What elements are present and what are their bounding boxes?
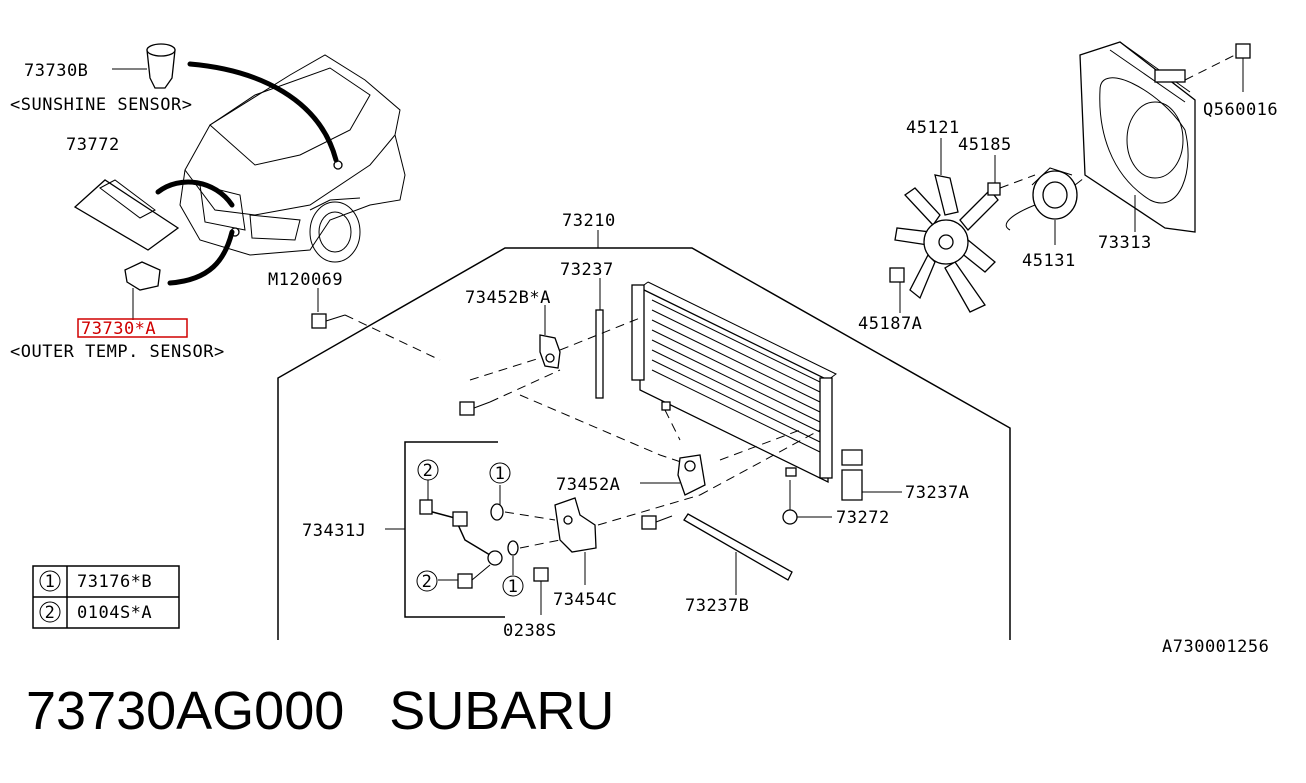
seal-strip-73237 — [595, 309, 604, 399]
nut-0238s — [533, 567, 549, 615]
condenser-core — [631, 281, 837, 484]
svg-text:1: 1 — [495, 464, 506, 484]
bracket-73452a — [677, 454, 706, 496]
label-m120069: M120069 — [268, 270, 343, 290]
label-0238s: 0238S — [503, 621, 557, 641]
bolt-q560016 — [1235, 43, 1251, 92]
svg-text:2: 2 — [423, 461, 434, 481]
bolt-45187a — [889, 267, 905, 313]
label-73237b: 73237B — [685, 596, 749, 616]
label-73237: 73237 — [560, 260, 614, 280]
label-73730a[interactable]: 73730*A — [81, 319, 156, 339]
bolt-center — [641, 515, 673, 530]
fan-motor-45131 — [1005, 167, 1078, 245]
label-45185: 45185 — [958, 135, 1012, 155]
highlight-box — [77, 318, 188, 338]
bracket-73452b — [539, 305, 561, 369]
sensor-pad-part — [73, 179, 180, 251]
label-73452a: 73452A — [556, 475, 620, 495]
callout-1-upper: 1 — [489, 462, 511, 484]
footer-brand: SUBARU — [389, 681, 615, 741]
label-73452b: 73452B*A — [465, 288, 551, 308]
outer-temp-sensor-part — [124, 261, 161, 320]
svg-text:2: 2 — [422, 572, 433, 592]
pipe-assembly-box — [404, 441, 505, 618]
label-73431j: 73431J — [302, 521, 366, 541]
sunshine-sensor-part — [112, 43, 176, 89]
label-45187a: 45187A — [858, 314, 922, 334]
pad-73237a — [841, 449, 863, 501]
label-sunshine-sensor: <SUNSHINE SENSOR> — [10, 95, 193, 115]
label-q560016: Q560016 — [1203, 100, 1278, 120]
callout-2-lower: 2 — [416, 570, 438, 592]
label-diagram-reference: A730001256 — [1162, 637, 1269, 657]
label-outer-temp-sensor: <OUTER TEMP. SENSOR> — [10, 342, 225, 362]
grommet-73272 — [782, 480, 832, 525]
footer-title: 73730AG000 SUBARU — [26, 680, 614, 742]
screw-45185 — [987, 155, 1001, 196]
seal-strip-73237b — [683, 513, 793, 581]
callout-1-lower: 1 — [502, 575, 524, 597]
label-45121: 45121 — [906, 118, 960, 138]
bolt-m120069 — [311, 288, 346, 329]
pipe-assembly — [419, 480, 519, 589]
bolt-left — [459, 401, 491, 416]
fan-blade-45121 — [894, 138, 999, 313]
footer-part-number: 73730AG000 — [26, 681, 345, 741]
svg-text:1: 1 — [508, 577, 519, 597]
callout-2-upper: 2 — [417, 459, 439, 481]
legend-part: 73176*B — [77, 572, 152, 592]
legend-part: 0104S*A — [77, 603, 152, 623]
legend-row: 2 0104S*A — [39, 601, 152, 623]
label-73272: 73272 — [836, 508, 890, 528]
label-73454c: 73454C — [553, 590, 617, 610]
label-73730b: 73730B — [24, 61, 88, 81]
label-73313: 73313 — [1098, 233, 1152, 253]
label-73772: 73772 — [66, 135, 120, 155]
svg-text:2: 2 — [45, 603, 56, 623]
legend-row: 1 73176*B — [39, 570, 152, 592]
label-73210: 73210 — [562, 211, 616, 231]
svg-text:1: 1 — [45, 572, 56, 592]
label-73237a: 73237A — [905, 483, 969, 503]
car-body-illustration — [179, 54, 406, 263]
bracket-73454c — [554, 497, 597, 585]
legend-table: 1 73176*B 2 0104S*A — [32, 565, 180, 629]
fan-shroud-73313 — [1079, 41, 1196, 233]
label-45131: 45131 — [1022, 251, 1076, 271]
